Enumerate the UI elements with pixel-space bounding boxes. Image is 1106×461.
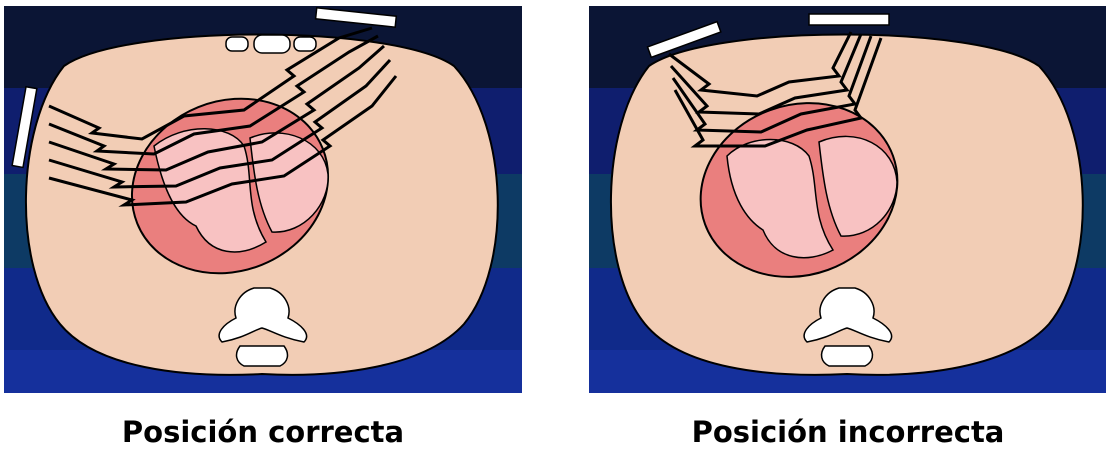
panel-correct-position (4, 6, 522, 393)
panel-incorrect-position (589, 6, 1106, 393)
correct-position-illustration (4, 6, 522, 393)
caption-incorrect-position: Posición incorrecta (589, 409, 1106, 455)
caption-correct-position: Posición correcta (4, 409, 522, 455)
right-paddle-electrode (809, 14, 889, 25)
incorrect-position-illustration (589, 6, 1106, 393)
sternum-icon (226, 35, 316, 53)
